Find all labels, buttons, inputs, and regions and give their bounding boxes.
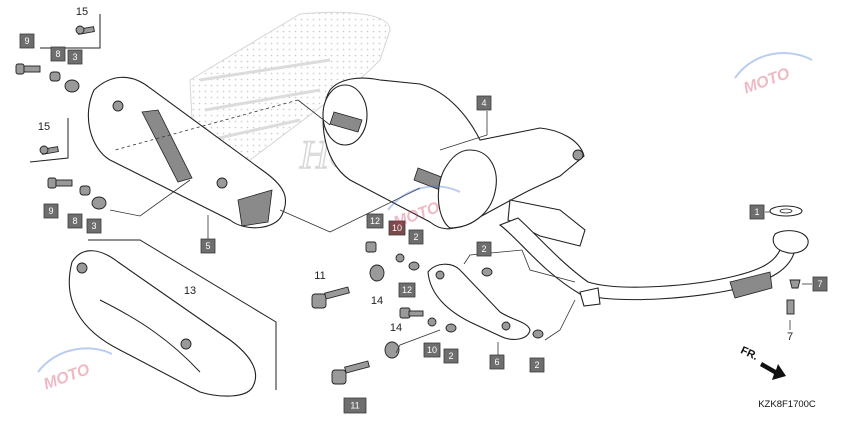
callout-11: 11 [314, 270, 325, 282]
muffler-body-4 [322, 77, 586, 247]
callout-10: 10 [388, 220, 406, 236]
callout-2: 2 [443, 348, 459, 364]
callout-4: 4 [476, 95, 492, 111]
washer-2 [532, 329, 544, 339]
svg-text:2: 2 [413, 232, 418, 242]
callout-13: 13 [184, 285, 196, 297]
washer-2 [481, 267, 493, 277]
washer-2 [445, 323, 457, 333]
svg-text:6: 6 [494, 357, 499, 367]
svg-text:4: 4 [481, 98, 486, 108]
svg-text:9: 9 [24, 36, 29, 46]
callout-6: 6 [489, 354, 505, 370]
svg-text:2: 2 [534, 360, 539, 370]
svg-text:9: 9 [48, 206, 53, 216]
svg-text:3: 3 [72, 52, 77, 62]
stud-7 [786, 279, 801, 315]
callout-2: 2 [408, 229, 424, 245]
svg-text:3: 3 [91, 221, 96, 231]
callout-14: 14 [390, 322, 402, 334]
group-bracket [88, 239, 277, 390]
callout-11: 11 [343, 397, 367, 414]
callout-10: 10 [423, 342, 441, 358]
callout-8: 8 [50, 46, 66, 62]
callout-8: 8 [67, 213, 83, 229]
collar-8-lower [79, 185, 91, 196]
screw-15-mid [39, 145, 59, 155]
callout-2: 2 [529, 357, 545, 373]
bolt-11-upper [311, 286, 350, 309]
bolt-12-lower [399, 307, 424, 319]
callout-9: 9 [19, 33, 35, 49]
exhaust-pipe [498, 217, 809, 307]
callout-3: 3 [86, 218, 102, 234]
callout-12: 12 [366, 213, 384, 229]
svg-text:1: 1 [754, 207, 759, 217]
heat-shield-13 [68, 250, 257, 397]
callout-3: 3 [67, 49, 83, 65]
callout-15: 15 [38, 121, 50, 133]
svg-text:8: 8 [55, 49, 60, 59]
callout-2: 2 [476, 241, 492, 257]
svg-text:12: 12 [370, 216, 380, 226]
callout-7: 7 [787, 331, 793, 343]
leader-lines [109, 99, 812, 356]
bolt-9-upper [15, 63, 41, 75]
mount-bracket-6 [427, 263, 531, 340]
washer-14-lower [384, 341, 400, 359]
svg-text:7: 7 [817, 279, 822, 289]
callout-14: 14 [371, 295, 383, 307]
svg-text:11: 11 [350, 401, 359, 411]
callout-5: 5 [200, 238, 216, 254]
screw-15-top [75, 25, 95, 35]
svg-text:10: 10 [392, 223, 402, 233]
bolt-11-lower [331, 360, 370, 385]
washer-2 [408, 261, 420, 271]
watermark-logo: MOTO [734, 52, 813, 97]
front-direction-arrow-icon: FR. [739, 344, 786, 380]
svg-text:FR.: FR. [739, 344, 760, 362]
collar-8-upper [49, 71, 61, 82]
svg-text:10: 10 [427, 345, 437, 355]
diagram-code: KZK8F1700C [758, 399, 816, 410]
collar-10-upper [395, 253, 405, 263]
svg-text:12: 12 [402, 285, 412, 295]
bolt-12-upper [365, 241, 377, 253]
svg-text:MOTO: MOTO [41, 361, 92, 393]
group-bracket [29, 118, 69, 163]
bolt-9-lower [47, 177, 73, 189]
grommet-3-upper [64, 79, 80, 93]
callout-1: 1 [749, 204, 765, 220]
watermark-logo: MOTO [37, 347, 113, 393]
grommet-3-lower [91, 196, 107, 210]
callout-7: 7 [812, 276, 828, 292]
svg-text:2: 2 [448, 351, 453, 361]
muffler-protector-5 [87, 76, 287, 229]
callout-9: 9 [43, 203, 59, 219]
svg-text:MOTO: MOTO [741, 65, 792, 97]
callout-12: 12 [398, 282, 416, 298]
collar-10-lower [427, 317, 437, 327]
washer-14-upper [369, 264, 385, 282]
svg-text:5: 5 [205, 241, 210, 251]
svg-text:8: 8 [72, 216, 77, 226]
svg-text:2: 2 [481, 244, 486, 254]
callout-15: 15 [76, 6, 88, 18]
